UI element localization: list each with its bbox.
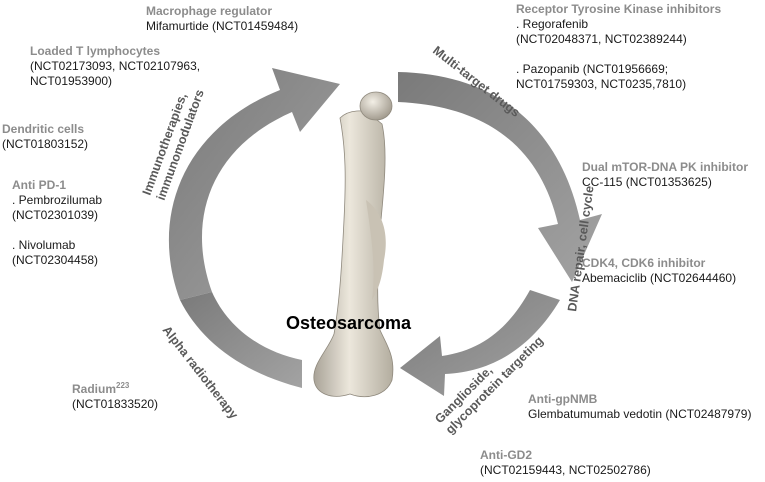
drug-line: Abemaciclib (NCT02644460) [582,271,737,285]
bone-image [313,91,394,397]
gpnmb-block: Anti-gpNMB Glembatumumab vedotin (NCT024… [528,392,751,422]
drug-line: (NCT02048371, NCT02389244) [516,32,687,46]
drug-line: NCT01953900) [30,74,113,88]
drug-heading: Dendritic cells [2,122,85,136]
drug-line: NCT01759303, NCT0235,7810) [516,77,687,91]
drug-heading: Macrophage regulator [146,4,273,18]
dendritic-block: Dendritic cells (NCT01803152) [2,122,88,152]
drug-heading: Dual mTOR-DNA PK inhibitor [582,160,748,174]
drug-line: . Pembrozilumab [12,193,103,207]
drug-heading: Anti-gpNMB [528,392,598,406]
anti-pd1-block: Anti PD-1 . Pembrozilumab (NCT02301039) … [12,178,102,268]
drug-line: (NCT02173093, NCT02107963, [30,59,201,73]
center-title: Osteosarcoma [286,313,412,333]
drug-heading: Radium223 [72,381,130,397]
drug-line: (NCT02159443, NCT02502786) [480,463,651,477]
drug-line: CC-115 (NCT01353625) [582,175,712,189]
arrow-immunotherapies [168,68,340,300]
drug-line: Glembatumumab vedotin (NCT02487979) [528,407,752,421]
arrow-multi-target [398,72,602,282]
drug-line: (NCT01833520) [72,397,159,411]
drug-line: Mifamurtide (NCT01459484) [146,19,299,33]
mtor-block: Dual mTOR-DNA PK inhibitor CC-115 (NCT01… [582,160,748,190]
drug-heading: Loaded T lymphocytes [30,44,161,58]
drug-line: . Nivolumab [12,238,76,252]
rtk-block: Receptor Tyrosine Kinase inhibitors . Re… [516,2,721,92]
loaded-t-block: Loaded T lymphocytes (NCT02173093, NCT02… [30,44,200,89]
gd2-block: Anti-GD2 (NCT02159443, NCT02502786) [480,448,651,478]
drug-heading: Anti PD-1 [12,178,66,192]
drug-line: . Pazopanib (NCT01956669; [516,62,669,76]
macrophage-block: Macrophage regulator Mifamurtide (NCT014… [146,4,298,34]
drug-heading: CDK4, CDK6 inhibitor [582,256,706,270]
arrow-dna-repair [400,290,560,396]
drug-line: (NCT02301039) [12,208,99,222]
drug-line: (NCT02304458) [12,253,99,267]
drug-line: . Regorafenib [516,17,589,31]
drug-heading: Receptor Tyrosine Kinase inhibitors [516,2,722,16]
radium-block: Radium223 (NCT01833520) [72,382,158,412]
arrow-alpha [180,292,302,388]
cdk-block: CDK4, CDK6 inhibitor Abemaciclib (NCT026… [582,256,736,286]
drug-heading: Anti-GD2 [480,448,532,462]
drug-line: (NCT01803152) [2,137,89,151]
